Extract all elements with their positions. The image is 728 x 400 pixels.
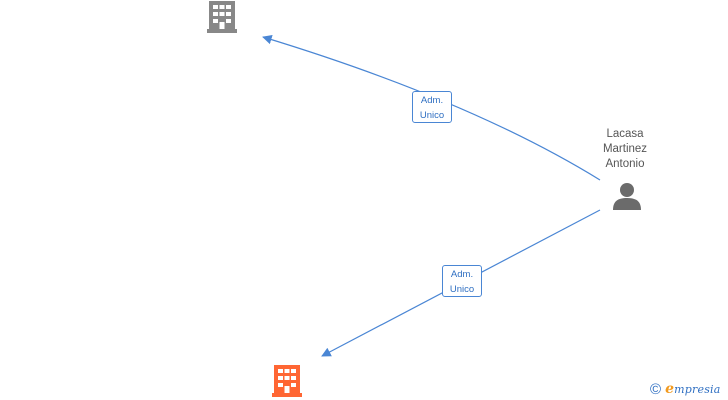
building-icon[interactable] [207,1,237,33]
person-name-line: Martinez [602,143,648,155]
edge-label-bottom[interactable]: Adm. Unico [442,265,482,297]
edge-label-top[interactable]: Adm. Unico [412,91,452,123]
person-name-line: Lacasa [606,128,644,140]
edge-label-line: Unico [449,284,475,295]
brand-name-initial: e [665,381,675,397]
person-icon[interactable] [613,183,641,210]
edge-label-line: Unico [419,110,445,121]
edge-label-line: Adm. [420,95,444,106]
brand-logo: © empresia [650,380,721,398]
brand-name: empresia [665,381,720,397]
brand-name-rest: mpresia [674,383,721,396]
person-name[interactable]: Lacasa Martinez Antonio [585,127,665,172]
copyright-icon: © [650,380,662,398]
person-name-line: Antonio [605,158,645,170]
edge-label-line: Adm. [450,269,474,280]
building-icon[interactable] [272,365,302,397]
